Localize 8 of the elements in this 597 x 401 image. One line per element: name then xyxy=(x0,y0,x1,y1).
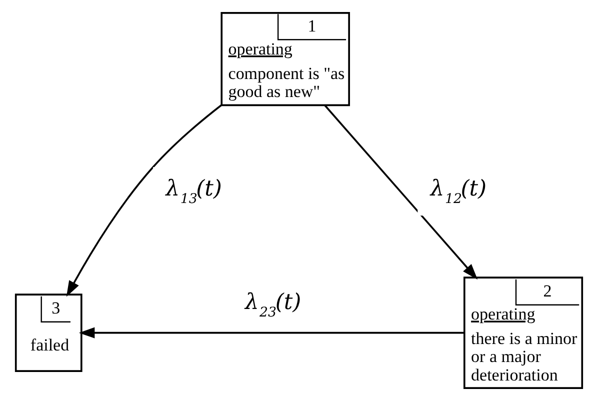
edge-label: λ$_{13}$(t) xyxy=(165,176,222,208)
node-box: 3 failed xyxy=(14,294,82,372)
edge-label: λ$_{23}$(t) xyxy=(244,290,301,321)
node-box: 2 operating there is a minor or a major deterioration xyxy=(462,276,583,389)
arrow xyxy=(66,104,222,297)
arrow xyxy=(324,104,478,280)
edge-label: λ$_{12}$(t) xyxy=(430,176,486,208)
arrow xyxy=(78,327,464,338)
